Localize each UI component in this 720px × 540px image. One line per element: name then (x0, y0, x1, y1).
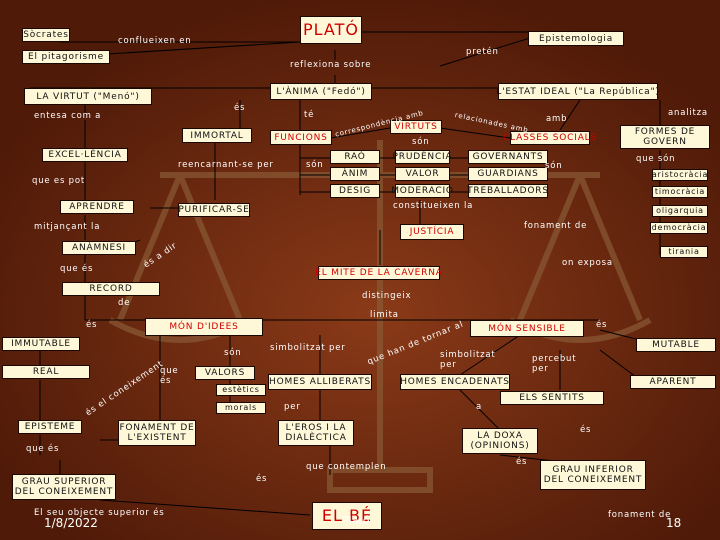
node-homes-alliberats[interactable]: HOMES ALLIBERATS (268, 374, 372, 390)
node-formes-govern[interactable]: FORMES DE GOVERN (620, 125, 710, 149)
node-anamnesi[interactable]: ANÀMNESI (62, 241, 136, 255)
node-grau-superior[interactable]: GRAU SUPERIOR DEL CONEIXEMENT (12, 474, 116, 500)
footer-date: 1/8/2022 (44, 516, 98, 530)
node-estetics[interactable]: estètics (216, 384, 266, 396)
label-que-es-2: que és (160, 366, 179, 386)
label-es-2: és (86, 320, 98, 330)
node-aprendre[interactable]: APRENDRE (60, 200, 134, 214)
label-son-2: són (306, 160, 324, 170)
label-es-objecte: El seu objecte superior és (34, 508, 165, 518)
node-democracia[interactable]: democràcia (650, 222, 708, 234)
node-immutable[interactable]: IMMUTABLE (2, 337, 80, 351)
label-de: de (118, 298, 131, 308)
label-confluexen: conflueixen en (118, 36, 192, 46)
label-constitueixen: constitueixen la (393, 201, 474, 211)
node-moderacio[interactable]: MODERACIÓ (391, 184, 454, 198)
node-desig[interactable]: DESIG (330, 184, 380, 198)
node-classes-socials[interactable]: CLASSES SOCIALS (503, 131, 597, 145)
label-simbolitzat-1: simbolitzat per (270, 343, 346, 353)
label-analitza: analitza (668, 108, 708, 118)
label-son-1: són (412, 137, 430, 147)
node-guardians[interactable]: GUARDIANS (468, 167, 548, 181)
node-pitagorisme[interactable]: El pitagorisme (22, 50, 110, 64)
node-valor[interactable]: VALOR (395, 167, 450, 181)
node-real[interactable]: REAL (2, 365, 90, 379)
label-amb: amb (546, 114, 568, 124)
label-percebut: percebut per (532, 354, 577, 374)
node-doxa[interactable]: LA DOXA (OPINIONS) (462, 428, 538, 454)
label-reflexiona: reflexiona sobre (290, 60, 372, 70)
label-son-4: són (224, 348, 242, 358)
node-homes-encadenats[interactable]: HOMES ENCADENATS (400, 374, 510, 390)
node-mite-caverna[interactable]: EL MITE DE LA CAVERNA (315, 266, 443, 280)
label-que-contemplen: que contemplen (306, 462, 387, 472)
footer-page-number: 18 (666, 516, 682, 530)
label-que-es-3: que és (26, 444, 60, 454)
node-estat-ideal[interactable]: L'ESTAT IDEAL ("La República") (496, 83, 659, 100)
label-fonament-de-2: fonament de (608, 510, 672, 520)
node-morals[interactable]: morals (216, 402, 266, 414)
node-aristocracia[interactable]: aristocràcia (651, 169, 709, 181)
node-sentits[interactable]: ELS SENTITS (500, 391, 604, 405)
node-episteme[interactable]: EPISTEME (18, 420, 82, 434)
label-distingeix: distingeix (362, 291, 412, 301)
node-governants[interactable]: GOVERNANTS (468, 150, 548, 164)
label-preten: pretén (466, 47, 499, 57)
node-fonament-existent[interactable]: FONAMENT DE L'EXISTENT (118, 420, 196, 446)
node-justicia[interactable]: JUSTÍCIA (400, 224, 464, 240)
node-anima-fedo[interactable]: L'ÀNIMA ("Fedó") (270, 83, 372, 100)
node-prudencia[interactable]: PRUDÈNCIA (392, 150, 453, 164)
node-funcions[interactable]: FUNCIONS (270, 130, 332, 145)
node-socrates[interactable]: Sòcrates (22, 28, 70, 42)
label-es-3: és (596, 320, 608, 330)
footer-center: Plató (342, 514, 370, 527)
label-es-5: és (516, 457, 528, 467)
node-oligarquia[interactable]: oligarquia (652, 205, 708, 217)
label-per: per (284, 402, 301, 412)
node-valors[interactable]: VALORS (195, 366, 255, 380)
label-limita: limita (370, 310, 399, 320)
node-mon-idees[interactable]: MÓN D'IDEES (145, 318, 263, 336)
label-es-6: és (256, 474, 268, 484)
node-el-be[interactable]: EL BÉ (312, 502, 382, 530)
node-virtut-meno[interactable]: LA VIRTUT ("Menó") (24, 88, 152, 105)
node-immortal[interactable]: IMMORTAL (182, 128, 252, 143)
label-te: té (304, 110, 315, 120)
node-timocracia[interactable]: timocràcia (652, 186, 708, 198)
label-entesa: entesa com a (34, 111, 102, 121)
node-treballadors[interactable]: TREBALLADORS (467, 184, 549, 198)
label-son-3: són (545, 161, 563, 171)
node-epistemologia[interactable]: Epistemologia (528, 31, 624, 46)
label-que-es-pot: que es pot (32, 176, 86, 186)
label-simbolitzat-2: simbolitzat per (440, 350, 496, 370)
label-que-son: que són (636, 154, 676, 164)
label-es-4: és (580, 425, 592, 435)
node-anim[interactable]: ÀNIM (330, 167, 380, 181)
node-excelencia[interactable]: EXCEL·LÈNCIA (42, 148, 128, 162)
label-que-es-1: que és (60, 264, 94, 274)
node-plato[interactable]: PLATÓ (300, 16, 362, 44)
node-purificar-se[interactable]: PURIFICAR-SE (178, 203, 250, 217)
node-aparent[interactable]: APARENT (630, 375, 716, 389)
label-reencarnanse: reencarnant-se per (178, 160, 274, 170)
node-virtuts[interactable]: VIRTUTS (390, 120, 442, 134)
label-a: a (476, 402, 483, 412)
node-record[interactable]: RECORD (62, 282, 160, 296)
node-eros-dialectica[interactable]: L'EROS I LA DIALÈCTICA (278, 420, 354, 446)
node-mon-sensible[interactable]: MÓN SENSIBLE (470, 320, 584, 337)
label-es-1: és (234, 103, 246, 113)
node-mutable[interactable]: MUTABLE (636, 338, 716, 352)
node-rao[interactable]: RAÓ (330, 150, 380, 164)
label-on-exposa: on exposa (562, 258, 613, 268)
label-mitjancant: mitjançant la (34, 222, 101, 232)
label-fonament-de-1: fonament de (524, 221, 588, 231)
node-tirania[interactable]: tirania (660, 246, 708, 258)
node-grau-inferior[interactable]: GRAU INFERIOR DEL CONEIXEMENT (540, 460, 646, 490)
